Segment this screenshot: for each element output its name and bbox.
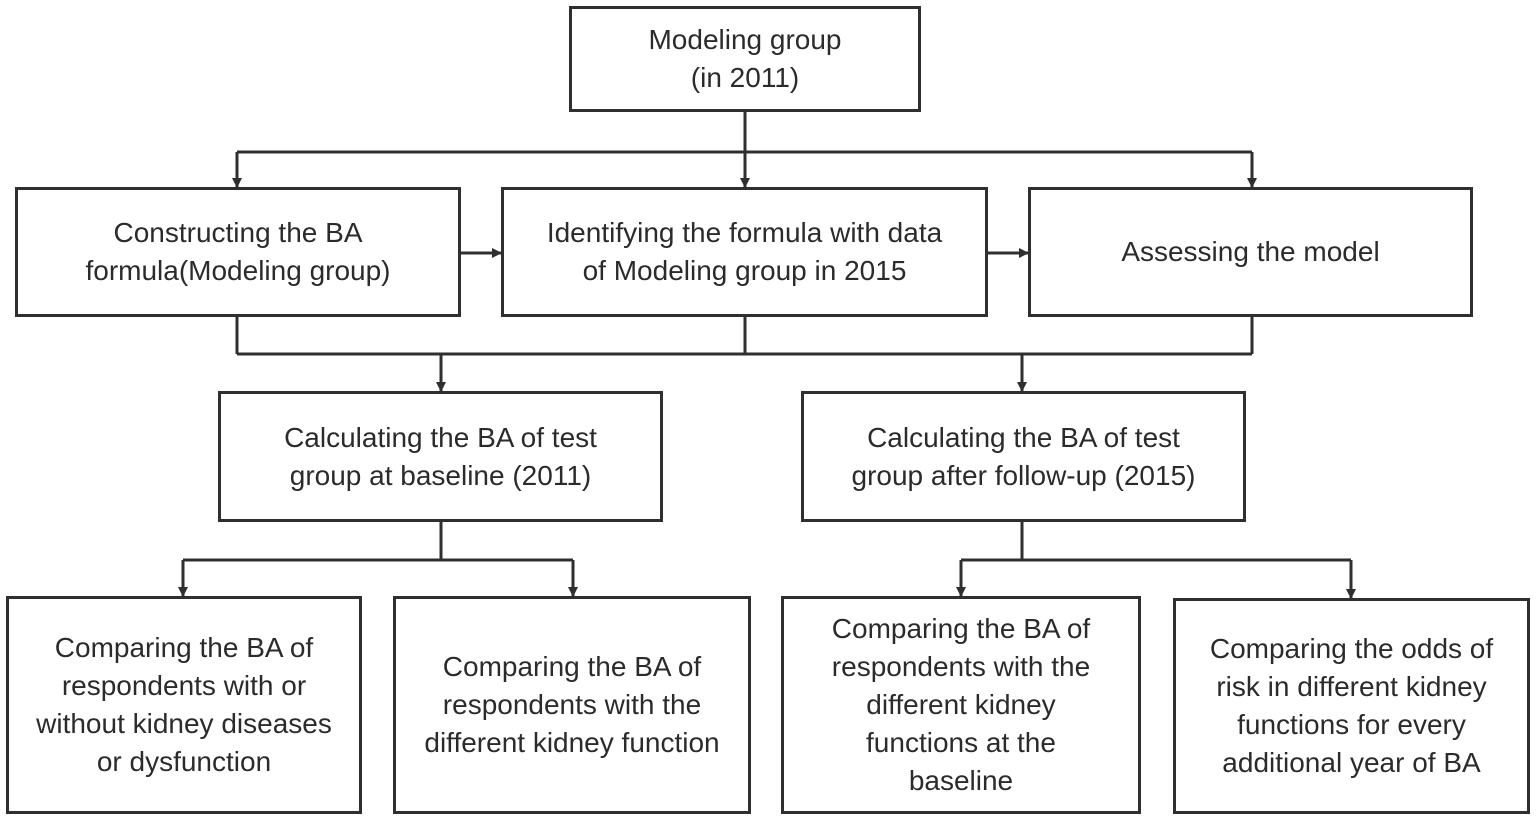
node-constructing-formula-line-2: formula(Modeling group) [85, 255, 391, 286]
node-modeling-group-line-1: Modeling group [648, 24, 842, 55]
node-calc-followup-line-2: group after follow-up (2015) [851, 459, 1196, 491]
node-identifying-formula: Identifying the formula with data of Mod… [501, 187, 988, 317]
node-assessing-model: Assessing the model [1028, 187, 1473, 317]
node-constructing-formula: Constructing the BA formula(Modeling gro… [15, 187, 461, 317]
node-calc-followup-line-1: Calculating the BA of test [867, 421, 1180, 453]
node-compare-diseases-line-4: or dysfunction [96, 746, 272, 777]
node-calc-followup: Calculating the BA of test group after f… [801, 391, 1246, 522]
node-compare-diseases-line-1: Comparing the BA of [54, 632, 314, 663]
node-compare-odds-line-3: functions for every [1237, 709, 1466, 740]
node-constructing-formula-line-1: Constructing the BA [113, 217, 363, 248]
node-modeling-group-line-2: (in 2011) [690, 62, 800, 93]
node-calc-baseline: Calculating the BA of test group at base… [218, 391, 663, 522]
node-compare-diseases-line-2: respondents with or [61, 670, 307, 701]
node-identifying-formula-line-1: Identifying the formula with data [546, 217, 943, 248]
node-compare-baseline-line-2: respondents with the [831, 651, 1091, 682]
node-compare-odds: Comparing the odds of risk in different … [1173, 598, 1530, 814]
node-compare-baseline-line-3: different kidney [866, 689, 1056, 720]
node-compare-diseases-line-3: without kidney diseases [36, 708, 332, 739]
node-compare-odds-line-2: risk in different kidney [1216, 671, 1487, 702]
node-calc-baseline-line-1: Calculating the BA of test [284, 421, 597, 453]
node-assessing-model-line-1: Assessing the model [1121, 236, 1380, 267]
node-compare-odds-line-1: Comparing the odds of [1209, 633, 1494, 664]
node-identifying-formula-line-2: of Modeling group in 2015 [582, 255, 907, 286]
node-compare-function-line-2: respondents with the [442, 689, 702, 720]
node-modeling-group: Modeling group (in 2011) [569, 6, 921, 112]
node-compare-baseline: Comparing the BA of respondents with the… [781, 596, 1141, 814]
node-calc-baseline-line-2: group at baseline (2011) [289, 459, 592, 491]
node-compare-baseline-line-4: functions at the [866, 727, 1056, 758]
node-compare-baseline-line-5: baseline [908, 765, 1014, 796]
node-compare-baseline-line-1: Comparing the BA of [831, 613, 1091, 644]
node-compare-odds-line-4: additional year of BA [1222, 747, 1481, 778]
node-compare-function: Comparing the BA of respondents with the… [393, 596, 751, 814]
node-compare-function-line-3: different kidney function [424, 727, 720, 758]
node-compare-diseases: Comparing the BA of respondents with or … [6, 596, 362, 814]
node-compare-function-line-1: Comparing the BA of [442, 651, 702, 682]
